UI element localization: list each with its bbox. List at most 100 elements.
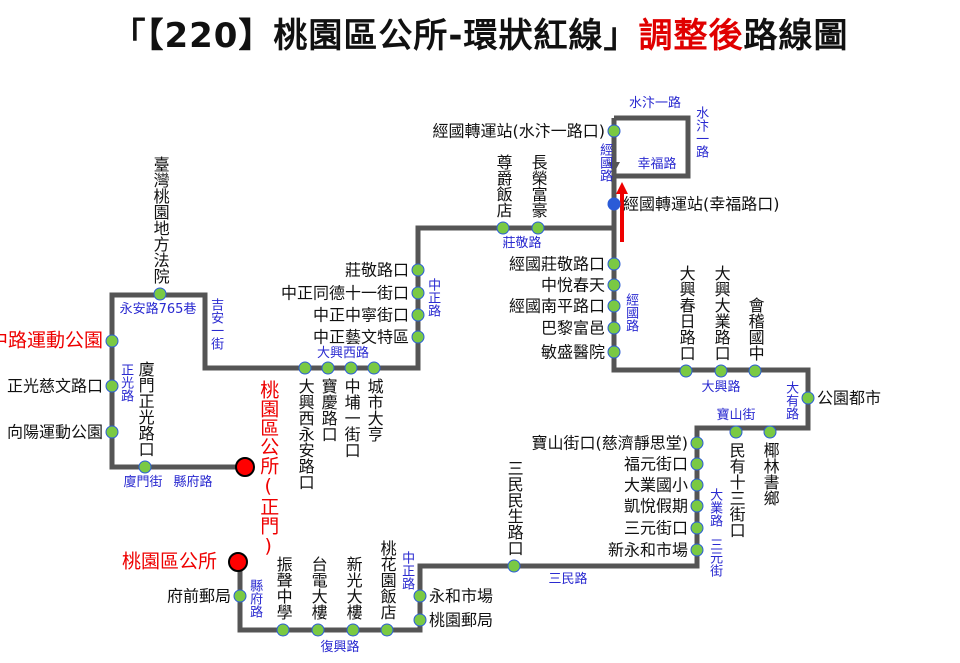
- road-name-label: 中正路: [425, 278, 441, 317]
- bus-stop-marker[interactable]: [298, 361, 312, 375]
- road-name-label: 縣府路: [247, 579, 263, 618]
- transfer-hub-marker[interactable]: [607, 197, 621, 211]
- bus-stop-marker[interactable]: [607, 124, 621, 138]
- road-name-label: 經國路: [623, 293, 639, 332]
- bus-stop-marker[interactable]: [690, 457, 704, 471]
- stop-label: 中正中寧街口: [312, 305, 409, 325]
- stop-label: 城市大亨: [364, 378, 384, 442]
- bus-stop-marker[interactable]: [714, 364, 728, 378]
- stop-label: 正光慈文路口: [6, 376, 103, 396]
- bus-stop-marker[interactable]: [413, 589, 427, 603]
- bus-stop-marker[interactable]: [690, 478, 704, 492]
- road-name-label: 寶山街: [716, 408, 756, 423]
- bus-stop-marker[interactable]: [105, 425, 119, 439]
- bus-stop-marker[interactable]: [380, 623, 394, 637]
- stop-label: 會稽國中: [745, 297, 765, 361]
- terminal-marker[interactable]: [228, 552, 248, 572]
- stop-label: 尊爵飯店: [493, 154, 513, 218]
- bus-stop-marker[interactable]: [411, 286, 425, 300]
- bus-stop-marker[interactable]: [411, 330, 425, 344]
- stop-label: 中正同德十一街口: [280, 283, 409, 303]
- stop-label: 新永和市場: [607, 540, 688, 560]
- title-main: 「【220】桃園區公所-環狀紅線」: [111, 16, 639, 56]
- terminal-label: 桃園區公所: [121, 550, 217, 573]
- bus-stop-marker[interactable]: [607, 257, 621, 271]
- route-line-jingguo: [237, 118, 811, 633]
- direction-arrow-down-icon: [608, 162, 620, 173]
- road-name-label: 大業路: [707, 488, 723, 527]
- terminal-marker[interactable]: [235, 457, 255, 477]
- bus-stop-marker[interactable]: [496, 221, 510, 235]
- route-line-shuibian-loop: [614, 115, 691, 179]
- bus-stop-marker[interactable]: [346, 623, 360, 637]
- bus-stop-marker[interactable]: [690, 521, 704, 535]
- stop-label: 中正藝文特區: [312, 327, 409, 347]
- stop-label: 經國南平路口: [508, 296, 605, 316]
- stop-label: 臺灣桃園地方法院: [150, 156, 170, 284]
- bus-stop-marker[interactable]: [748, 364, 762, 378]
- road-name-label: 廈門街: [123, 475, 163, 490]
- stop-label: 三民民生路口: [504, 460, 524, 556]
- bus-stop-marker[interactable]: [138, 460, 152, 474]
- bus-stop-marker[interactable]: [411, 263, 425, 277]
- bus-stop-marker[interactable]: [311, 623, 325, 637]
- bus-stop-marker[interactable]: [690, 499, 704, 513]
- stop-label: 敏盛醫院: [540, 342, 605, 362]
- road-name-label: 正光路: [118, 363, 134, 402]
- bus-stop-marker[interactable]: [607, 278, 621, 292]
- transfer-hub-label: 經國轉運站(幸福路口): [623, 194, 780, 214]
- road-name-label: 大興西路: [316, 346, 370, 361]
- stop-label: 永和市場: [429, 586, 494, 606]
- bus-stop-marker[interactable]: [233, 589, 247, 603]
- stop-label: 府前郵局: [166, 586, 231, 606]
- bus-stop-marker[interactable]: [531, 221, 545, 235]
- bus-stop-marker[interactable]: [153, 287, 167, 301]
- bus-stop-marker[interactable]: [607, 321, 621, 335]
- bus-stop-marker[interactable]: [105, 334, 119, 348]
- bus-stop-marker[interactable]: [344, 361, 358, 375]
- stop-label: 中路運動公園: [0, 329, 103, 352]
- bus-stop-marker[interactable]: [763, 425, 777, 439]
- stop-label: 中悅春天: [540, 275, 605, 295]
- stop-label: 福元街口: [623, 454, 688, 474]
- bus-stop-marker[interactable]: [321, 361, 335, 375]
- title-suffix: 路線圖: [743, 16, 849, 56]
- stop-label: 大興大業路口: [711, 265, 731, 361]
- stop-label: 公園都市: [817, 388, 882, 408]
- stop-label: 大業國小: [623, 475, 688, 495]
- bus-stop-marker[interactable]: [690, 543, 704, 557]
- bus-stop-marker[interactable]: [607, 299, 621, 313]
- stop-label: 新光大樓: [343, 556, 363, 620]
- bus-stop-marker[interactable]: [411, 308, 425, 322]
- stop-label: 巴黎富邑: [540, 318, 605, 338]
- road-name-label: 水汴一路: [693, 106, 709, 158]
- bus-stop-marker[interactable]: [413, 613, 427, 627]
- stop-label: 寶慶路口: [318, 378, 338, 442]
- stop-label: 廈門正光路口: [135, 361, 155, 457]
- road-name-label: 莊敬路: [502, 236, 542, 251]
- bus-stop-marker[interactable]: [729, 425, 743, 439]
- bus-stop-marker[interactable]: [801, 391, 815, 405]
- bus-stop-marker[interactable]: [507, 559, 521, 573]
- stop-label: 莊敬路口: [344, 260, 409, 280]
- stop-label: 凱悅假期: [623, 496, 688, 516]
- bus-stop-marker[interactable]: [276, 623, 290, 637]
- stop-label: 振聲中學: [273, 556, 293, 620]
- stop-label: 中埔一街口: [341, 378, 361, 458]
- bus-stop-marker[interactable]: [690, 436, 704, 450]
- stop-label: 桃花園飯店: [377, 540, 397, 620]
- title-adjusted: 調整後: [638, 16, 744, 56]
- stop-label: 寶山街口(慈濟靜思堂): [531, 433, 689, 453]
- road-name-label: 復興路: [320, 640, 360, 655]
- bus-stop-marker[interactable]: [105, 379, 119, 393]
- road-name-label: 永安路765巷: [119, 302, 197, 317]
- bus-stop-marker[interactable]: [367, 361, 381, 375]
- stop-label: 大興西永安路口: [295, 378, 315, 490]
- stop-label: 三元街口: [623, 518, 688, 538]
- stop-label: 向陽運動公園: [6, 422, 103, 442]
- road-name-label: 幸福路: [637, 157, 677, 172]
- stop-label: 大興春日路口: [676, 265, 696, 361]
- road-name-label: 經國路: [597, 143, 613, 182]
- bus-stop-marker[interactable]: [679, 364, 693, 378]
- bus-stop-marker[interactable]: [607, 345, 621, 359]
